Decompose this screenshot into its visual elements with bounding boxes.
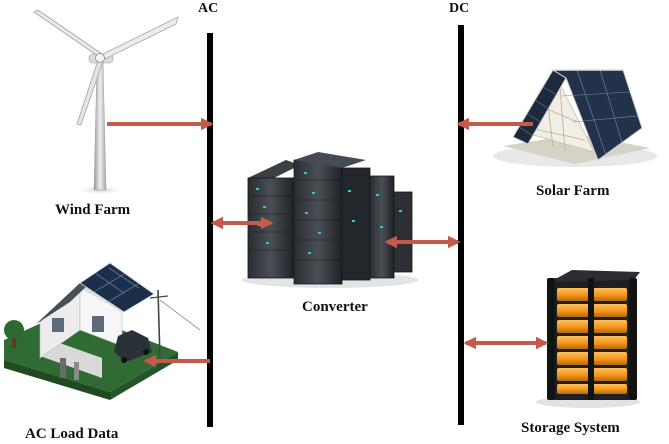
- smart-home-icon: [4, 262, 201, 400]
- battery-stack-icon: [536, 270, 640, 408]
- wind-farm-label: Wind Farm: [55, 202, 131, 218]
- converter-label: Converter: [302, 299, 368, 315]
- server-rack-icon: [242, 152, 418, 288]
- solar-house-icon: [493, 69, 657, 167]
- dc-bus-line: [458, 25, 464, 425]
- solar-farm-label: Solar Farm: [536, 183, 610, 199]
- dc-bus-label: DC: [449, 1, 470, 16]
- ac-load-label: AC Load Data: [25, 426, 119, 442]
- wind-turbine-icon: [33, 9, 179, 195]
- storage-system-label: Storage System: [521, 420, 620, 436]
- ac-bus-label: AC: [198, 1, 219, 16]
- ac-bus-line: [207, 33, 213, 427]
